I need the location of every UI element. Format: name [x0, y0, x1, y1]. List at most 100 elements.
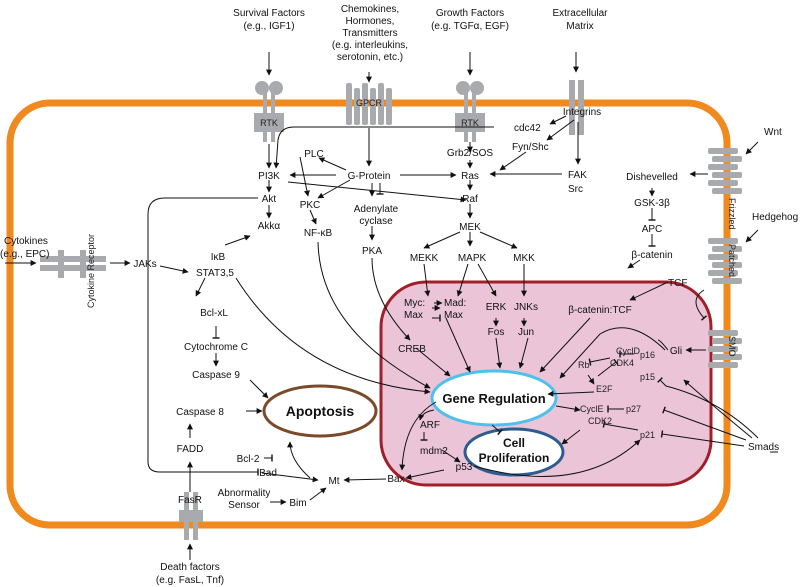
pkc-label: PKC [300, 200, 321, 211]
ras-label: Ras [461, 171, 479, 182]
receptor-integrin [569, 80, 584, 135]
pi3k-label: PI3K [258, 171, 280, 182]
receptor-rtk-right [455, 81, 485, 142]
bad-label: Bad [259, 468, 277, 479]
patched-label: Patched [727, 244, 737, 277]
fos-label: Fos [488, 327, 505, 338]
cdc42-label: cdc42 [514, 123, 541, 134]
cdk2-label: CDK2 [588, 416, 612, 426]
smo-label: SMO [727, 336, 737, 357]
caspase8-label: Caspase 8 [176, 407, 224, 418]
receptor-rtk-left [254, 81, 284, 142]
cytochrome-label: Cytochrome C [184, 342, 248, 353]
fasr-label: FasR [178, 495, 202, 506]
g-protein-label: G-Protein [348, 171, 391, 182]
bim-label: Bim [289, 498, 306, 509]
gene-regulation-label: Gene Regulation [442, 391, 545, 406]
jun-label: Jun [518, 327, 534, 338]
fadd-label: FADD [177, 444, 204, 455]
max-label-1: Max [404, 310, 423, 321]
receptor-fasr [179, 492, 203, 540]
gene-regulation-ellipse [430, 369, 558, 427]
mek-label: MEK [459, 222, 481, 233]
adenylate-label-1: Adenylate [354, 204, 399, 215]
cell-proliferation-ellipse [463, 427, 565, 477]
fak-label: FAK [568, 170, 587, 181]
receptor-cytokine [40, 250, 106, 278]
tcf-outer-label: TCF [668, 278, 687, 289]
receptor-smo [708, 330, 742, 368]
mdm2-label: mdm2 [420, 446, 448, 457]
chemokines-label-3: Transmitters [342, 28, 397, 39]
abnormality-label-2: Sensor [228, 500, 260, 511]
cell-membrane [6, 99, 731, 529]
survival-factors-label-2: (e.g., IGF1) [243, 21, 294, 32]
p27-label: p27 [626, 404, 641, 414]
jaks-label: JAKs [133, 259, 156, 270]
chemokines-label-2: Hormones, [346, 16, 395, 27]
gli-label: Gli [670, 346, 682, 357]
arf-label: ARF [420, 420, 440, 431]
stat35-label: STAT3,5 [196, 268, 234, 279]
integrins-label: Integrins [563, 107, 601, 118]
p21-label: p21 [640, 430, 655, 440]
myc-label: Myc: [404, 298, 425, 309]
cdk4-label: CDK4 [610, 358, 634, 368]
receptor-patched [708, 238, 742, 284]
p15-label: p15 [640, 372, 655, 382]
mad-label: Mad: [444, 298, 466, 309]
erk-label: ERK [486, 302, 507, 313]
cytokines-label-2: (e.g., EPC) [0, 249, 49, 260]
receptor-gpcr [346, 83, 392, 125]
adenylate-label-2: cyclase [359, 216, 393, 227]
cytokines-label-1: Cytokines [4, 236, 48, 247]
raf-label: Raf [462, 194, 478, 205]
extracellular-matrix-label-2: Matrix [566, 21, 593, 32]
cycle-label: CyclE [580, 404, 604, 414]
growth-factors-label-2: (e.g. TGFα, EGF) [431, 21, 509, 32]
death-factors-label-2: (e.g. FasL, Tnf) [156, 575, 224, 586]
chemokines-label-4: (e.g. interleukins, [332, 40, 408, 51]
rtk-left-label: RTK [260, 118, 278, 128]
mt-label: Mt [328, 476, 339, 487]
fyn-shc-label: Fyn/Shc [512, 142, 549, 153]
akka-label: Akkα [258, 221, 281, 232]
jnks-label: JNKs [514, 302, 538, 313]
chemokines-label-1: Chemokines, [341, 4, 399, 15]
dishevelled-label: Dishevelled [626, 172, 678, 183]
grb2-sos-label: Grb2/SOS [447, 148, 493, 159]
chemokines-label-5: serotonin, etc.) [337, 52, 403, 63]
growth-factors-label-1: Growth Factors [436, 8, 504, 19]
cytokine-receptor-label: Cytokine Receptor [86, 234, 96, 308]
e2f-label: E2F [596, 384, 613, 394]
cell-proliferation-label-1: Cell [503, 436, 525, 450]
nfkb-label: NF-κB [304, 228, 333, 239]
apc-label: APC [642, 224, 663, 235]
bax-label: Bax [387, 474, 404, 485]
bcl2-label: Bcl-2 [237, 454, 260, 465]
akt-label: Akt [262, 194, 277, 205]
p16-label: p16 [640, 350, 655, 360]
pathway-edges [5, 52, 778, 560]
beta-catenin-tcf-label: β-catenin:TCF [568, 305, 632, 316]
abnormality-label-1: Abnormality [218, 488, 271, 499]
caspase9-label: Caspase 9 [192, 370, 240, 381]
rb-label: Rb [578, 360, 590, 370]
apoptosis-label: Apoptosis [286, 403, 355, 419]
plc-label: PLC [304, 149, 323, 160]
src-label: Src [568, 184, 583, 195]
gsk3b-label: GSK-3β [634, 198, 670, 209]
receptor-frizzled [708, 148, 742, 194]
pka-label: PKA [362, 246, 382, 257]
creb-label: CREB [398, 344, 426, 355]
rtk-right-label: RTK [461, 118, 479, 128]
cycld-label: CyclD [616, 346, 640, 356]
mkk-label: MKK [513, 253, 535, 264]
hedgehog-label: Hedgehog [752, 212, 798, 223]
mapk-label: MAPK [458, 253, 487, 264]
p53-label: p53 [456, 462, 473, 473]
survival-factors-label-1: Survival Factors [233, 8, 305, 19]
bclxl-label: Bcl-xL [200, 308, 228, 319]
